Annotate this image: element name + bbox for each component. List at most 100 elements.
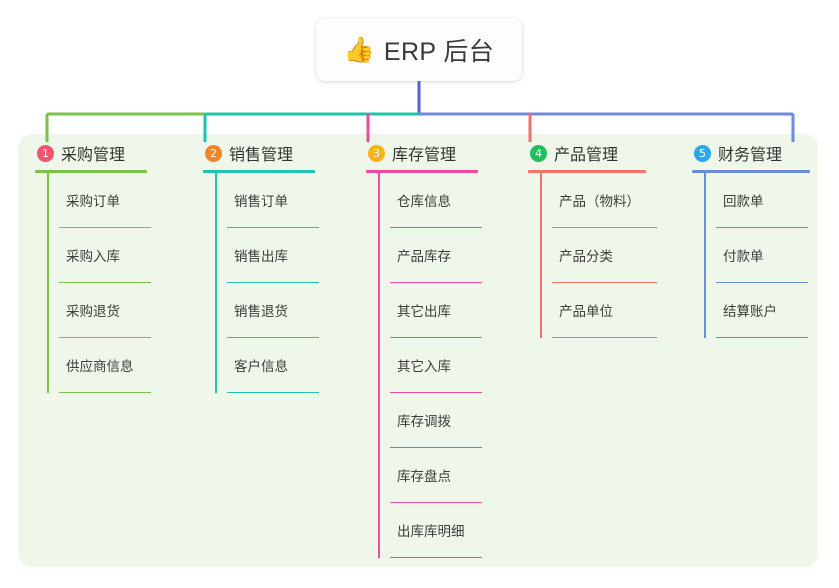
leaf-underline (59, 281, 151, 283)
branch-number-badge: 1 (37, 144, 54, 162)
leaf-underline (227, 226, 319, 228)
branch-leaf-list: 回款单付款单结算账户 (704, 173, 810, 338)
branch-number-badge: 2 (205, 144, 222, 162)
leaf-label: 销售订单 (234, 193, 288, 209)
leaf-item[interactable]: 销售出库 (227, 228, 319, 283)
branch-underline (528, 170, 646, 173)
leaf-item[interactable]: 其它入库 (390, 338, 482, 393)
leaf-item[interactable]: 销售退货 (227, 283, 319, 338)
leaf-label: 产品单位 (559, 303, 613, 319)
leaf-underline (390, 226, 482, 228)
branch-number-badge: 5 (694, 144, 711, 162)
leaf-underline (227, 281, 319, 283)
leaf-underline (59, 336, 151, 338)
leaf-underline (227, 336, 319, 338)
branch-panel (18, 134, 818, 567)
leaf-label: 库存调拨 (397, 413, 451, 429)
leaf-underline (390, 556, 482, 558)
branch-header-2[interactable]: 2 销售管理 (203, 140, 315, 166)
root-node-label: ERP 后台 (383, 37, 495, 66)
leaf-item[interactable]: 产品单位 (552, 283, 657, 338)
leaf-label: 其它入库 (397, 358, 451, 374)
branch-header-3[interactable]: 3 库存管理 (366, 140, 478, 166)
branch-leaf-list: 采购订单采购入库采购退货供应商信息 (47, 173, 151, 393)
leaf-item[interactable]: 库存调拨 (390, 393, 482, 448)
leaf-label: 采购订单 (66, 193, 120, 209)
branch-spine (540, 173, 542, 338)
branch-column-2: 2 销售管理销售订单销售出库销售退货客户信息 (203, 140, 319, 393)
branch-column-4: 4 产品管理产品（物料） 产品分类产品单位 (528, 140, 657, 338)
leaf-label: 采购入库 (66, 248, 120, 264)
branch-header-1[interactable]: 1 采购管理 (35, 140, 147, 166)
leaf-underline (716, 281, 808, 283)
leaf-label: 库存盘点 (397, 468, 451, 484)
leaf-item[interactable]: 采购入库 (59, 228, 151, 283)
leaf-label: 结算账户 (723, 303, 777, 319)
leaf-underline (552, 281, 657, 283)
branch-leaf-list: 产品（物料） 产品分类产品单位 (540, 173, 657, 338)
leaf-underline (59, 391, 151, 393)
leaf-item[interactable]: 产品库存 (390, 228, 482, 283)
leaf-item[interactable]: 付款单 (716, 228, 810, 283)
leaf-label: 销售退货 (234, 303, 288, 319)
branch-title: 库存管理 (392, 147, 457, 164)
thumbs-up-icon: 👍 (343, 35, 375, 64)
branch-underline (692, 170, 810, 173)
leaf-item[interactable]: 产品分类 (552, 228, 657, 283)
leaf-label: 采购退货 (66, 303, 120, 319)
branch-underline (366, 170, 478, 173)
leaf-label: 客户信息 (234, 358, 288, 374)
leaf-underline (390, 446, 482, 448)
leaf-item[interactable]: 供应商信息 (59, 338, 151, 393)
leaf-underline (552, 336, 657, 338)
leaf-label: 产品库存 (397, 248, 451, 264)
leaf-label: 仓库信息 (397, 193, 451, 209)
leaf-item[interactable]: 回款单 (716, 173, 810, 228)
branch-underline (35, 170, 147, 173)
branch-column-1: 1 采购管理采购订单采购入库采购退货供应商信息 (35, 140, 151, 393)
leaf-underline (59, 226, 151, 228)
leaf-item[interactable]: 产品（物料） (552, 173, 657, 228)
leaf-item[interactable]: 采购退货 (59, 283, 151, 338)
branch-number-badge: 3 (368, 144, 385, 162)
leaf-label: 销售出库 (234, 248, 288, 264)
leaf-underline (716, 226, 808, 228)
branch-spine (47, 173, 49, 393)
branch-underline (203, 170, 315, 173)
leaf-item[interactable]: 销售订单 (227, 173, 319, 228)
leaf-underline (390, 391, 482, 393)
branch-title: 财务管理 (718, 147, 783, 164)
leaf-label: 付款单 (723, 248, 764, 264)
leaf-label: 出库库明细 (397, 523, 465, 539)
leaf-item[interactable]: 出库库明细 (390, 503, 482, 558)
root-node[interactable]: 👍 ERP 后台 (316, 18, 522, 81)
branch-title: 销售管理 (229, 147, 294, 164)
branch-leaf-list: 销售订单销售出库销售退货客户信息 (215, 173, 319, 393)
leaf-underline (552, 226, 657, 228)
leaf-label: 其它出库 (397, 303, 451, 319)
leaf-underline (390, 501, 482, 503)
leaf-item[interactable]: 仓库信息 (390, 173, 482, 228)
leaf-item[interactable]: 库存盘点 (390, 448, 482, 503)
branch-column-5: 5 财务管理回款单付款单结算账户 (692, 140, 810, 338)
leaf-underline (227, 391, 319, 393)
branch-spine (704, 173, 706, 338)
leaf-item[interactable]: 客户信息 (227, 338, 319, 393)
leaf-underline (716, 336, 808, 338)
leaf-underline (390, 281, 482, 283)
branch-spine (215, 173, 217, 393)
branch-header-4[interactable]: 4 产品管理 (528, 140, 646, 166)
branch-number-badge: 4 (530, 144, 547, 162)
leaf-item[interactable]: 结算账户 (716, 283, 810, 338)
branch-header-5[interactable]: 5 财务管理 (692, 140, 810, 166)
leaf-item[interactable]: 其它出库 (390, 283, 482, 338)
leaf-label: 产品（物料） (559, 193, 640, 209)
branch-title: 产品管理 (554, 147, 619, 164)
leaf-item[interactable]: 采购订单 (59, 173, 151, 228)
branch-title: 采购管理 (61, 147, 126, 164)
leaf-underline (390, 336, 482, 338)
leaf-label: 供应商信息 (66, 358, 134, 374)
leaf-label: 回款单 (723, 193, 764, 209)
leaf-label: 产品分类 (559, 248, 613, 264)
